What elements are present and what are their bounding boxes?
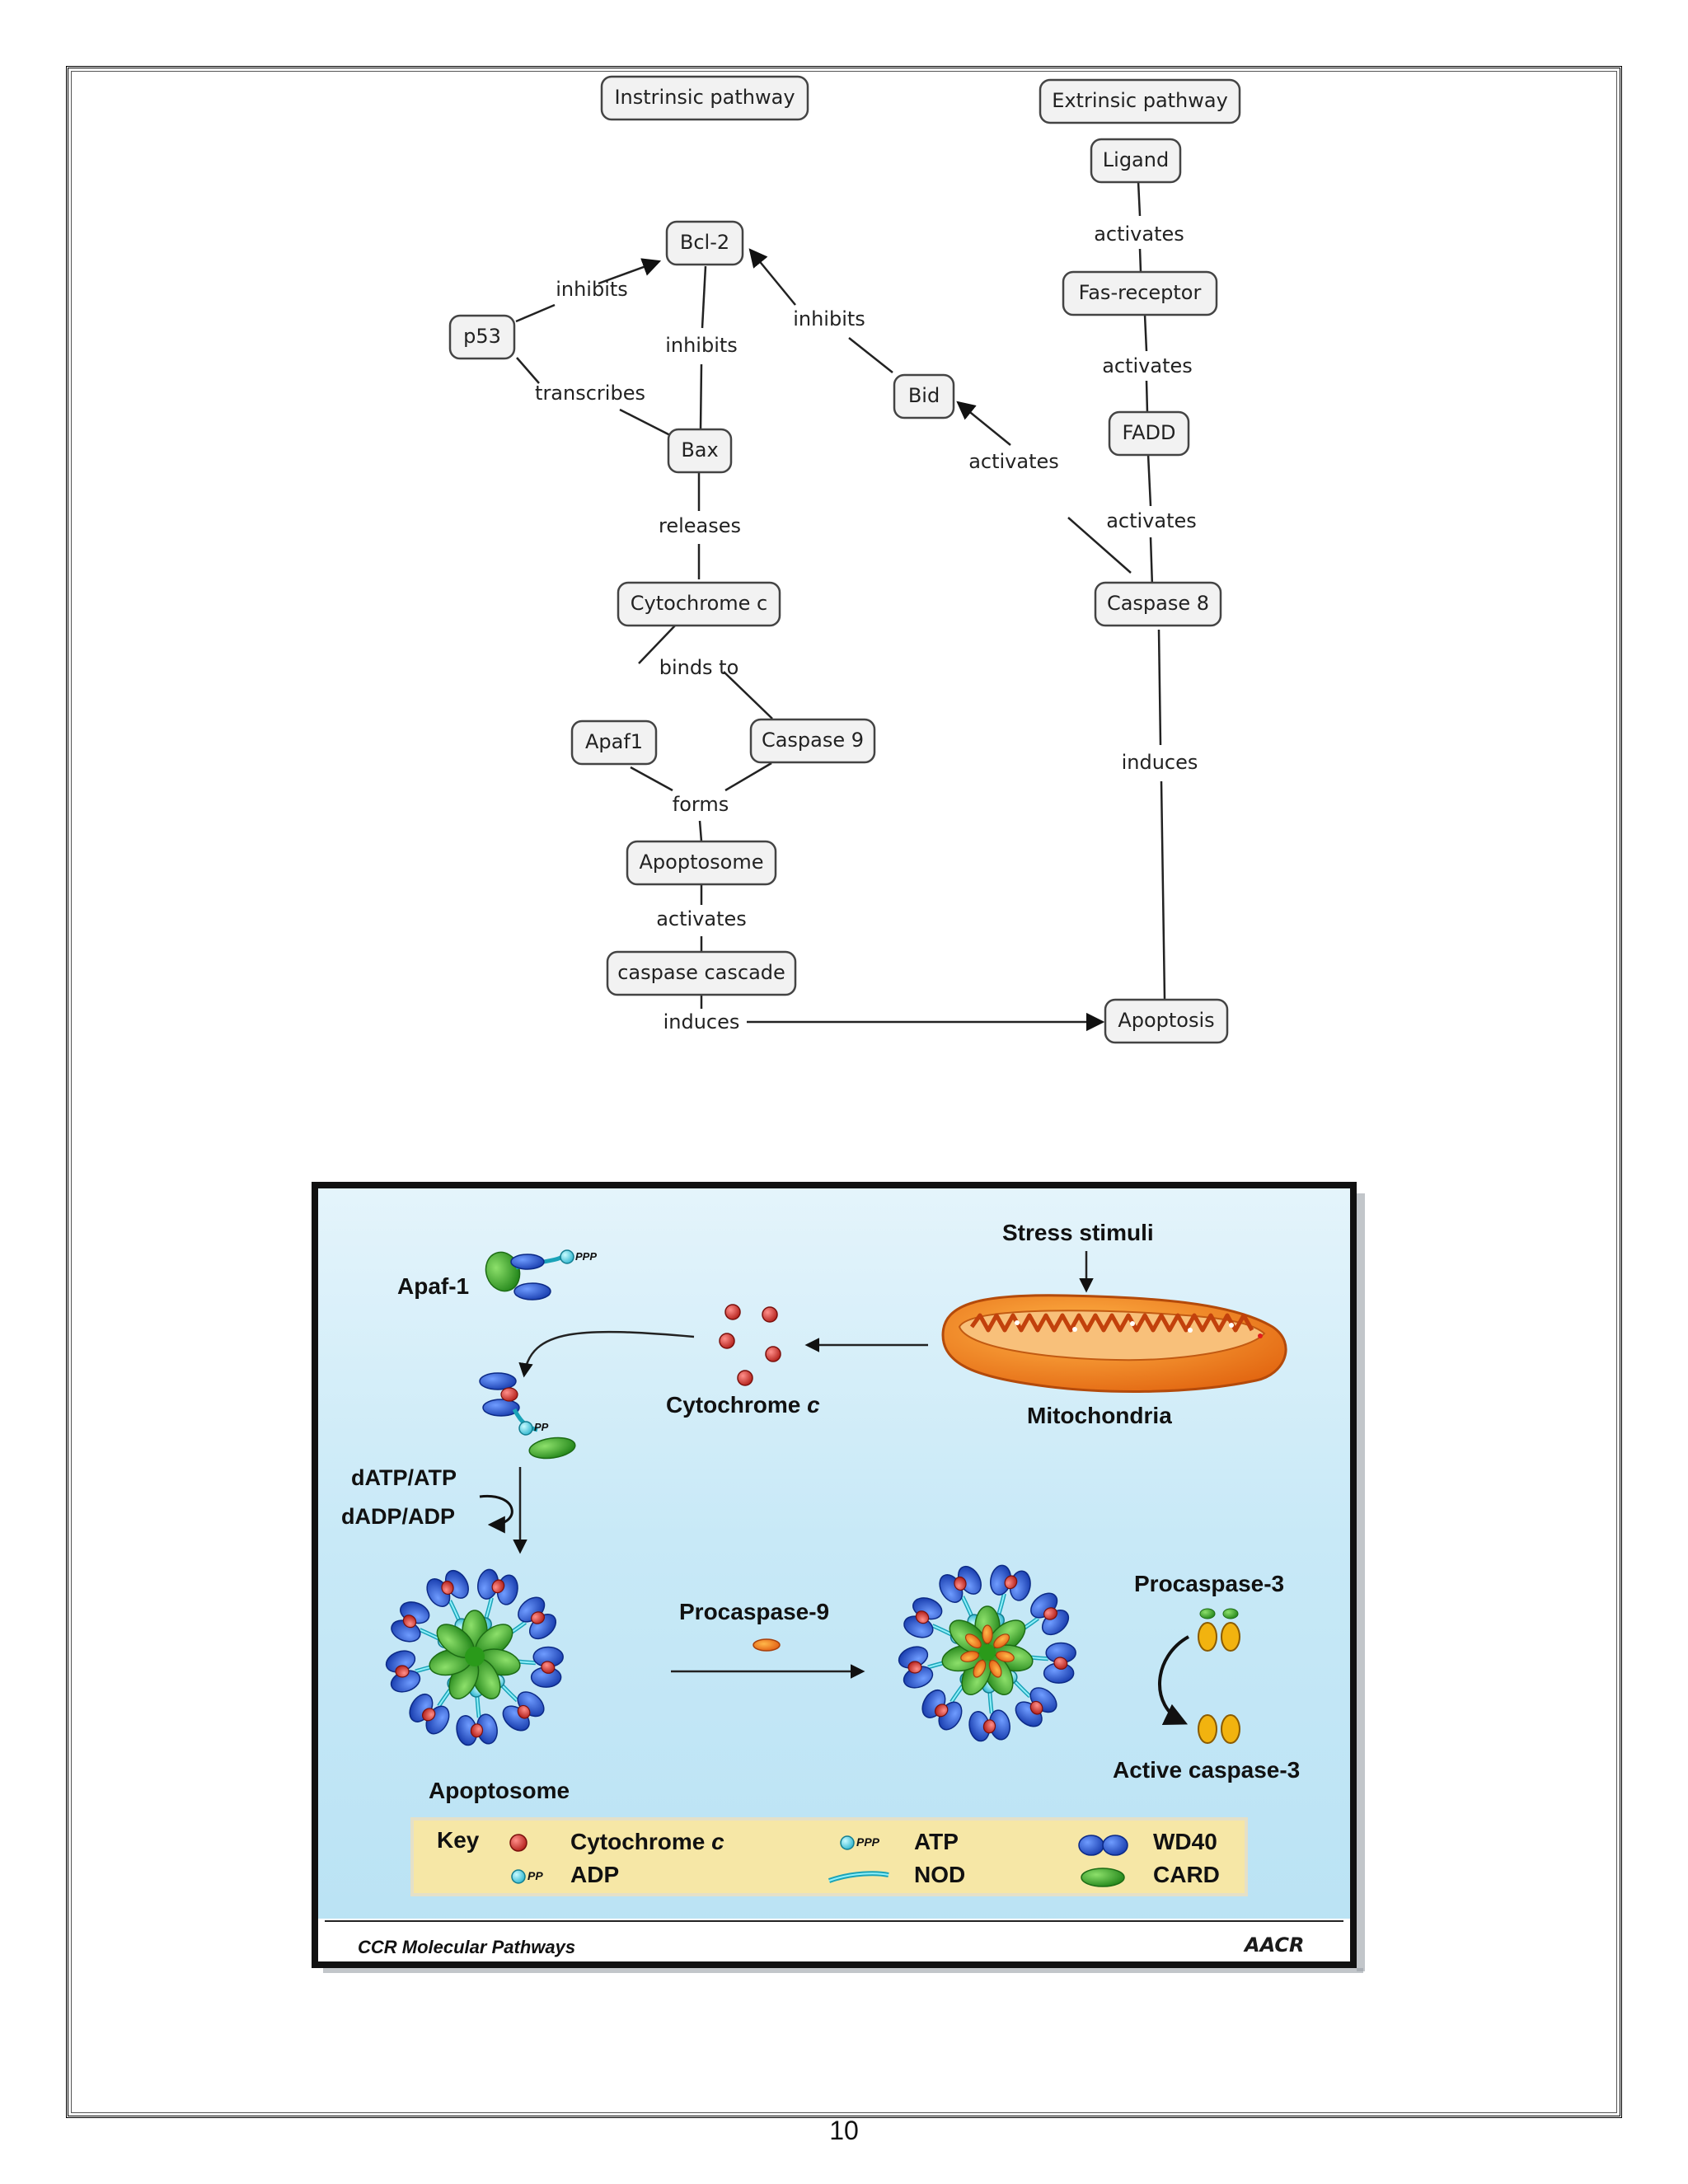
svg-text:Bid: Bid	[908, 384, 940, 407]
apoptosome-pathway-figure: PPP Apaf-1 PP dATP/ATP dADP/ADP Cytochro…	[312, 1182, 1365, 1973]
ppp-label: PPP	[575, 1250, 597, 1263]
svg-text:Bax: Bax	[681, 438, 718, 462]
pp-label: PP	[534, 1421, 549, 1433]
key-legend: Key Cytochrome c PP ADP PPP ATP NOD WD40…	[410, 1817, 1248, 1896]
svg-text:caspase cascade: caspase cascade	[617, 961, 785, 984]
node-caspase-cascade: caspase cascade	[606, 950, 797, 996]
header-extrinsic: Extrinsic pathway	[1039, 78, 1241, 124]
procaspase3-illustration	[1198, 1608, 1240, 1652]
apaf1-monomer-illustration: PPP	[485, 1249, 597, 1301]
aacr-logo: AACR	[1243, 1933, 1305, 1957]
node-caspase9: Caspase 9	[749, 718, 876, 764]
svg-text:Apoptosome: Apoptosome	[640, 851, 764, 874]
concept-map: activates activates activates inhibits t…	[448, 75, 1241, 1044]
node-apaf1: Apaf1	[570, 719, 658, 766]
link-bax-bcl2: inhibits	[665, 334, 738, 357]
key-wd40: WD40	[1153, 1829, 1217, 1854]
datp-label: dATP/ATP	[351, 1465, 457, 1490]
svg-text:Apaf1: Apaf1	[585, 730, 643, 753]
node-cytochrome-c: Cytochrome c	[617, 581, 781, 627]
cytochrome-c-molecules	[719, 1304, 781, 1386]
link-ligand-fas: activates	[1094, 223, 1184, 246]
link-casp8-bid: activates	[968, 450, 1059, 473]
node-p53: p53	[448, 314, 516, 360]
node-apoptosome: Apoptosome	[626, 840, 777, 886]
link-apopt-cascade: activates	[656, 907, 747, 930]
key-pp: PP	[528, 1869, 543, 1882]
node-bax: Bax	[667, 428, 733, 474]
key-title: Key	[437, 1827, 480, 1853]
link-bax-cytc: releases	[659, 514, 741, 537]
node-bcl2: Bcl-2	[665, 220, 744, 266]
link-p53-bax: transcribes	[535, 382, 645, 405]
active-caspase3-illustration	[1198, 1714, 1240, 1744]
key-nod: NOD	[914, 1862, 965, 1887]
procaspase3-label: Procaspase-3	[1134, 1571, 1284, 1596]
key-card: CARD	[1153, 1862, 1220, 1887]
svg-text:FADD: FADD	[1123, 421, 1176, 444]
page-number: 10	[829, 2116, 859, 2145]
node-fadd: FADD	[1108, 410, 1190, 457]
key-adp: ADP	[570, 1862, 619, 1887]
page-border	[66, 66, 1622, 2118]
node-fas-receptor: Fas-receptor	[1062, 270, 1218, 316]
link-cascade-apoptosis: induces	[663, 1010, 740, 1033]
key-cytochrome: Cytochrome c	[570, 1829, 724, 1854]
key-atp: ATP	[914, 1829, 959, 1854]
link-cytc-binds: binds to	[659, 656, 739, 679]
svg-text:Fas-receptor: Fas-receptor	[1079, 281, 1202, 304]
stress-stimuli-label: Stress stimuli	[1002, 1220, 1154, 1245]
figure-source: CCR Molecular Pathways	[358, 1937, 575, 1957]
apoptosome-illustration-left	[379, 1558, 574, 1753]
cytochrome-c-label: Cytochrome c	[666, 1392, 820, 1418]
svg-text:Bcl-2: Bcl-2	[680, 231, 729, 254]
apaf1-label: Apaf-1	[397, 1273, 469, 1299]
link-casp8-apoptosis: induces	[1122, 751, 1198, 774]
svg-text:Instrinsic pathway: Instrinsic pathway	[614, 86, 795, 109]
node-caspase8: Caspase 8	[1094, 581, 1222, 627]
svg-text:Caspase 9: Caspase 9	[762, 729, 864, 752]
concept-map-edges	[515, 180, 1166, 1032]
svg-text:Cytochrome c: Cytochrome c	[631, 592, 767, 615]
link-forms: forms	[673, 793, 729, 816]
apaf1-cytochrome-bound-illustration: PP	[479, 1372, 576, 1460]
link-p53-bcl2: inhibits	[556, 278, 628, 301]
procaspase9-label: Procaspase-9	[679, 1599, 829, 1624]
svg-text:p53: p53	[463, 325, 501, 348]
link-fadd-casp8: activates	[1106, 509, 1197, 532]
svg-text:Extrinsic pathway: Extrinsic pathway	[1052, 89, 1228, 112]
header-intrinsic: Instrinsic pathway	[600, 75, 809, 121]
svg-text:Ligand: Ligand	[1103, 148, 1169, 171]
svg-text:Caspase 8: Caspase 8	[1107, 592, 1209, 615]
apoptosome-caspase9-illustration	[892, 1554, 1086, 1749]
concept-map-link-words: activates activates activates inhibits t…	[535, 223, 1198, 1033]
active-caspase3-label: Active caspase-3	[1113, 1757, 1300, 1783]
dadp-label: dADP/ADP	[341, 1504, 455, 1529]
link-fas-fadd: activates	[1102, 354, 1193, 377]
node-bid: Bid	[893, 373, 955, 419]
link-bid-bcl2: inhibits	[793, 307, 865, 330]
node-ligand: Ligand	[1090, 138, 1182, 184]
mitochondria-illustration	[941, 1294, 1287, 1393]
apoptosome-label: Apoptosome	[429, 1778, 570, 1803]
key-ppp: PPP	[856, 1835, 880, 1849]
node-apoptosis: Apoptosis	[1104, 998, 1229, 1044]
svg-text:Apoptosis: Apoptosis	[1118, 1009, 1214, 1032]
mitochondria-label: Mitochondria	[1027, 1403, 1172, 1428]
